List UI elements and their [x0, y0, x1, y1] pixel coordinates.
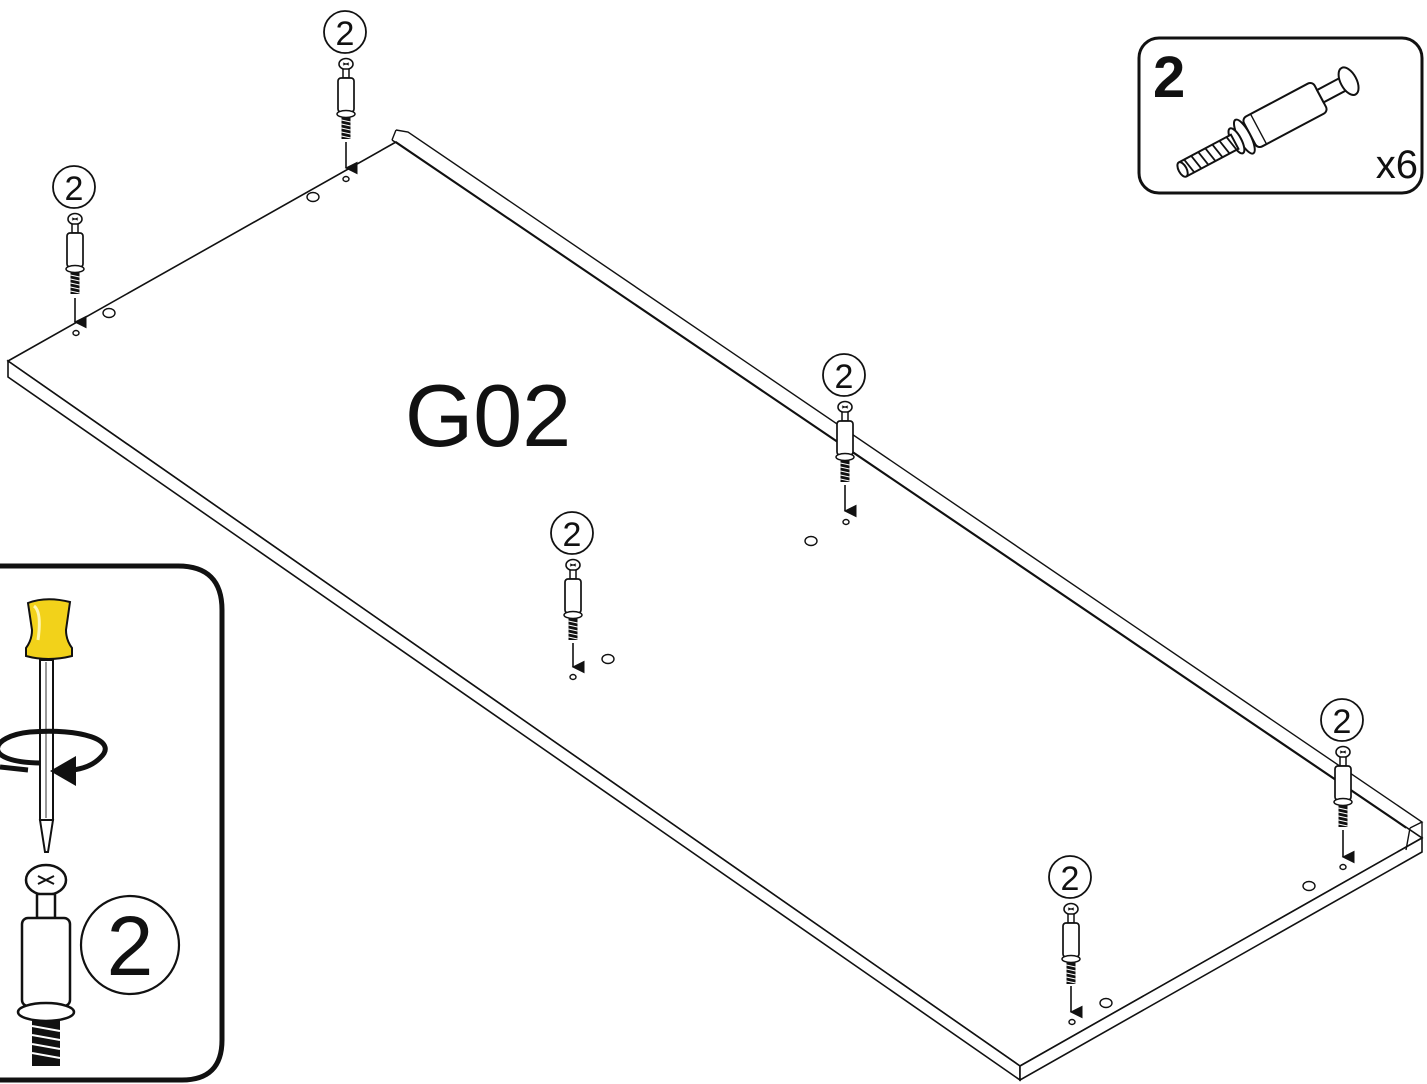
panel-groove [391, 129, 1424, 851]
fitting-4: 2 [550, 511, 594, 674]
panel-label: G02 [405, 366, 571, 465]
fitting-1: 2 [323, 10, 367, 175]
cam-bolt-detail [16, 863, 76, 1066]
step-marker: 2 [1048, 855, 1092, 899]
part-quantity: x6 [1376, 143, 1418, 187]
fitting-3: 2 [822, 353, 866, 518]
rotate-clockwise-icon [0, 728, 108, 786]
screwdriver-icon [25, 598, 73, 853]
step-marker: 2 [323, 10, 367, 54]
hole [306, 191, 320, 203]
panel-holes [72, 175, 1347, 1026]
step-marker: 2 [822, 353, 866, 397]
step-marker: 2 [52, 165, 96, 209]
svg-text:2: 2 [1333, 703, 1352, 741]
hole-target [72, 329, 80, 337]
fitting-2: 2 [52, 165, 96, 329]
fitting-6: 2 [1048, 855, 1092, 1019]
detail-step-marker: 2 [79, 894, 181, 996]
cam-bolt-icon [1176, 66, 1360, 178]
hole [1099, 997, 1113, 1009]
hole [804, 535, 818, 547]
hole [601, 653, 615, 665]
fitting-5: 2 [1320, 698, 1364, 864]
step-marker: 2 [1320, 698, 1364, 742]
hole-target [842, 518, 850, 526]
cam-bolt [65, 212, 85, 295]
cam-bolt [336, 57, 356, 140]
part-callout-box: 2 x6 [1137, 36, 1424, 195]
hole-target [1339, 863, 1347, 871]
part-number: 2 [1153, 45, 1185, 110]
hole-target [1068, 1018, 1076, 1026]
hole [102, 307, 116, 319]
svg-text:2: 2 [835, 358, 854, 396]
panel-right-edge [1019, 836, 1423, 1082]
step-marker: 2 [550, 511, 594, 555]
hole [1302, 880, 1316, 892]
svg-text:2: 2 [563, 516, 582, 554]
detail-inset: 2 [0, 563, 225, 1083]
svg-text:2: 2 [1061, 860, 1080, 898]
hole-target [569, 673, 577, 681]
detail-part-label: 2 [107, 899, 154, 993]
svg-text:2: 2 [65, 170, 84, 208]
panel-g02 [6, 129, 1424, 1082]
svg-text:2: 2 [336, 15, 355, 53]
hole-target [342, 175, 350, 183]
